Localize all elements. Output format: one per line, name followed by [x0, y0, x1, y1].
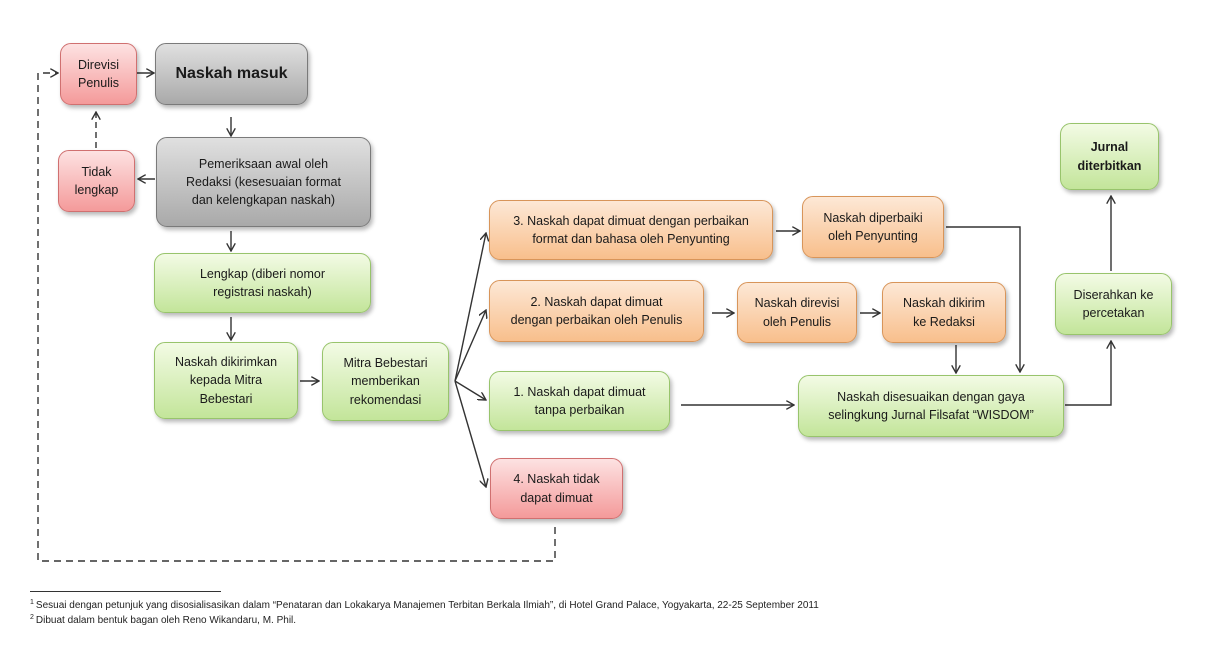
node-dikirim-redaksi: Naskah dikirim ke Redaksi [882, 282, 1006, 343]
arrow-tidak-dimuat-loop [37, 73, 556, 562]
node-disesuaikan: Naskah disesuaikan dengan gaya selingkun… [798, 375, 1064, 437]
node-opsi2: 2. Naskah dapat dimuat dengan perbaikan … [489, 280, 704, 342]
arrow-mitra-to-opsi3 [454, 233, 486, 382]
node-pemeriksaan-awal: Pemeriksaan awal oleh Redaksi (kesesuaia… [156, 137, 371, 227]
node-opsi4: 4. Naskah tidak dapat dimuat [490, 458, 623, 519]
arrow-mitra-to-opsi4 [454, 380, 486, 487]
footnote-1-text: Sesuai dengan petunjuk yang disosialisas… [35, 600, 819, 611]
node-lengkap: Lengkap (diberi nomor registrasi naskah) [154, 253, 371, 313]
node-mitra-rekomendasi: Mitra Bebestari memberikan rekomendasi [322, 342, 449, 421]
arrow-disesuaikan-to-diserahkan [1065, 341, 1111, 406]
footnote-2-mark: 2 [30, 613, 34, 621]
node-jurnal-diterbitkan: Jurnal diterbitkan [1060, 123, 1159, 190]
node-opsi3: 3. Naskah dapat dimuat dengan perbaikan … [489, 200, 773, 260]
node-tidak-lengkap: Tidak lengkap [58, 150, 135, 212]
node-diperbaiki-penyunting: Naskah diperbaiki oleh Penyunting [802, 196, 944, 258]
node-diserahkan: Diserahkan ke percetakan [1055, 273, 1172, 335]
footnote-2-text: Dibuat dalam bentuk bagan oleh Reno Wika… [35, 615, 297, 626]
node-dikirimkan-mitra: Naskah dikirimkan kepada Mitra Bebestari [154, 342, 298, 419]
arrow-mitra-to-opsi2 [454, 310, 486, 382]
node-direvisi-penulis: Direvisi Penulis [60, 43, 137, 105]
footnote-rule [30, 591, 221, 592]
node-naskah-masuk: Naskah masuk [155, 43, 308, 105]
node-opsi1: 1. Naskah dapat dimuat tanpa perbaikan [489, 371, 670, 431]
footnote-1-mark: 1 [30, 598, 34, 606]
arrow-diperbaiki-to-disesuaikan [946, 226, 1020, 372]
arrow-mitra-to-opsi1 [454, 380, 486, 400]
node-direvisi-oleh-penulis: Naskah direvisi oleh Penulis [737, 282, 857, 343]
